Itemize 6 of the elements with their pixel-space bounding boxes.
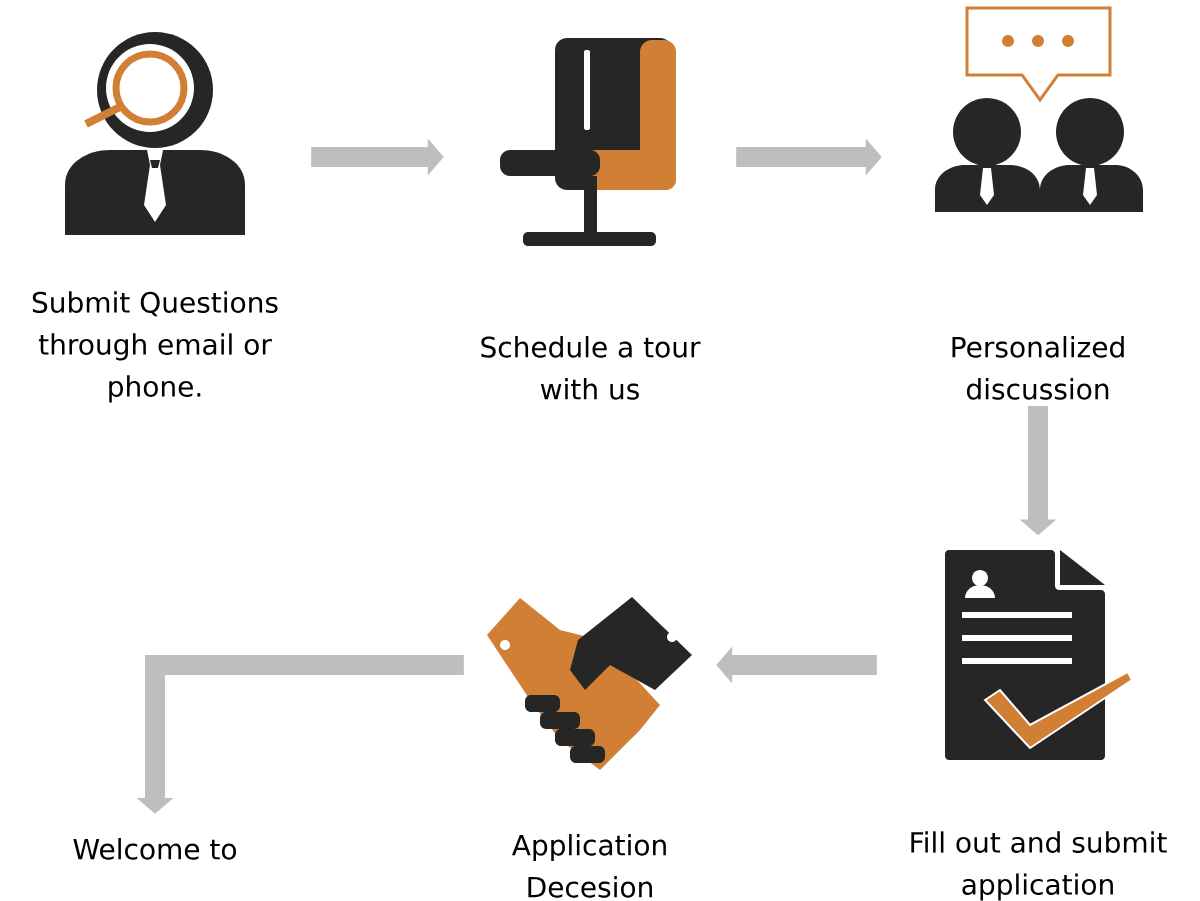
step-caption: Submit Questions through email or phone. xyxy=(32,291,278,403)
step-caption: Application Decesion xyxy=(512,834,666,898)
step-caption: Welcome to xyxy=(73,838,236,860)
step-caption: Fill out and submit application xyxy=(911,831,1167,901)
step-caption: Schedule a tour with us xyxy=(481,336,701,400)
step-caption: Personalized discussion xyxy=(952,336,1124,400)
